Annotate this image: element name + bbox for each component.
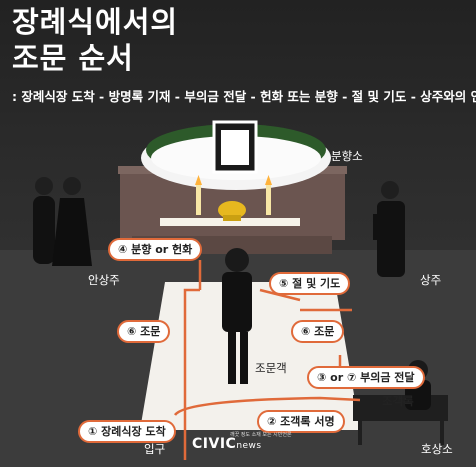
- step-condolence-money: ③ or ⑦ 부의금 전달: [307, 366, 425, 389]
- label-chief-mourner-wife: 안상주: [88, 273, 120, 287]
- page-title-line1: 장례식에서의: [12, 5, 179, 39]
- figure-chief-mourner-right: [373, 181, 405, 277]
- label-entrance: 입구: [144, 442, 166, 456]
- page-title-line2: 조문 순서: [12, 41, 134, 75]
- candle-right: [266, 185, 271, 215]
- page-subtitle: : 장례식장 도착 - 방명록 기재 - 부의금 전달 - 헌화 또는 분향 -…: [12, 89, 476, 104]
- label-guestbook: 조객록: [382, 394, 414, 408]
- label-mourner: 조문객: [255, 361, 287, 375]
- altar-table: [160, 218, 300, 226]
- step-guestbook-sign: ② 조객록 서명: [257, 410, 345, 433]
- carpet: [140, 282, 360, 430]
- step-arrival: ① 장례식장 도착: [78, 420, 176, 443]
- label-reception: 호상소: [421, 442, 453, 456]
- step-condolence-right: ⑥ 조문: [291, 320, 345, 343]
- candle-left: [196, 185, 201, 215]
- brand-logo: CIVICnews: [192, 436, 262, 452]
- label-altar: 분향소: [331, 149, 363, 163]
- brand-tagline: 깨끗 정도 소재 보는 시민언론: [230, 432, 292, 438]
- figure-chief-mourner-wife-left: [33, 177, 92, 266]
- figure-mourner-center: [222, 248, 252, 384]
- brand-suffix: news: [236, 441, 262, 451]
- incense-burner: [218, 201, 246, 219]
- step-bow-and-prayer: ⑤ 절 및 기도: [269, 272, 351, 295]
- brand-name: CIVIC: [192, 436, 237, 452]
- label-chief-mourner: 상주: [420, 273, 442, 287]
- step-incense-or-flower: ④ 분향 or 헌화: [108, 238, 203, 261]
- step-condolence-left: ⑥ 조문: [117, 320, 171, 343]
